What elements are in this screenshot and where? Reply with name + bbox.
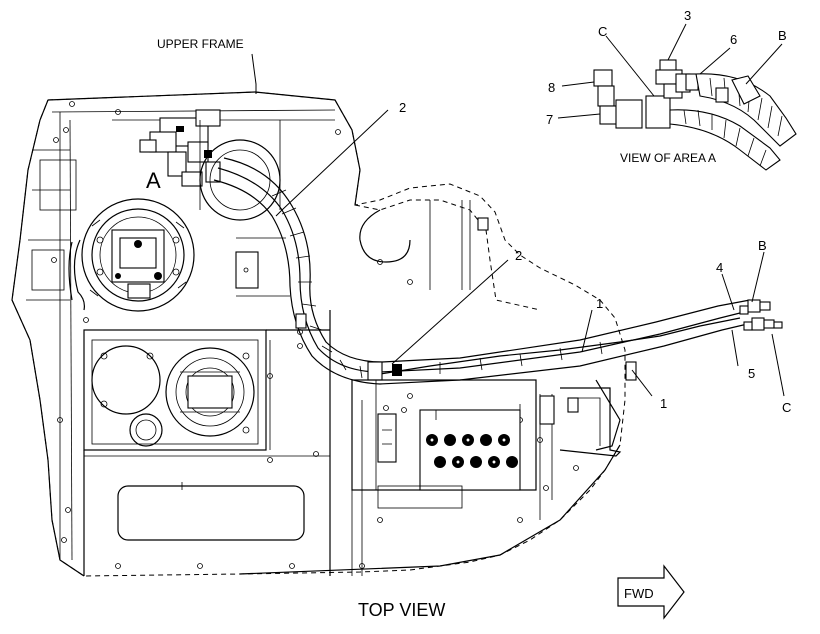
callout-2-upper: 2 — [399, 100, 406, 115]
view-of-area-a-label: VIEW OF AREA A — [620, 151, 716, 165]
callout-1-upper: 1 — [596, 296, 603, 311]
callout-5: 5 — [748, 366, 755, 381]
upper-frame-label: UPPER FRAME — [157, 37, 244, 51]
callout-4: 4 — [716, 260, 723, 275]
area-a-marker: A — [146, 168, 161, 193]
callout-6: 6 — [730, 32, 737, 47]
hose-clamp-lower — [295, 313, 402, 381]
callout-b-main: B — [758, 238, 767, 253]
turntable-assembly — [83, 329, 267, 451]
text-labels: UPPER FRAME VIEW OF AREA A TOP VIEW FWD … — [146, 8, 791, 620]
lower-plate — [83, 310, 331, 576]
fwd-label: FWD — [624, 586, 654, 601]
callout-b-detail: B — [778, 28, 787, 43]
callout-c-detail: C — [598, 24, 607, 39]
detail-view-area-a — [593, 59, 797, 171]
right-bracket — [559, 361, 637, 457]
callout-8: 8 — [548, 80, 555, 95]
engine-area — [235, 199, 541, 311]
hose-bundle — [213, 157, 783, 385]
upper-frame-outline — [11, 91, 626, 577]
callout-2-lower: 2 — [515, 248, 522, 263]
top-view-label: TOP VIEW — [358, 600, 445, 620]
frame-holes — [51, 101, 579, 569]
callout-c-main: C — [782, 400, 791, 415]
area-a-valve-block — [139, 109, 281, 221]
callout-1-lower: 1 — [660, 396, 667, 411]
callout-7: 7 — [546, 112, 553, 127]
main-control-valve — [351, 379, 555, 576]
swing-drive-assembly — [68, 198, 195, 312]
leader-lines — [251, 23, 785, 397]
forward-arrow — [617, 564, 685, 620]
valve-spools — [426, 434, 518, 468]
callout-3: 3 — [684, 8, 691, 23]
